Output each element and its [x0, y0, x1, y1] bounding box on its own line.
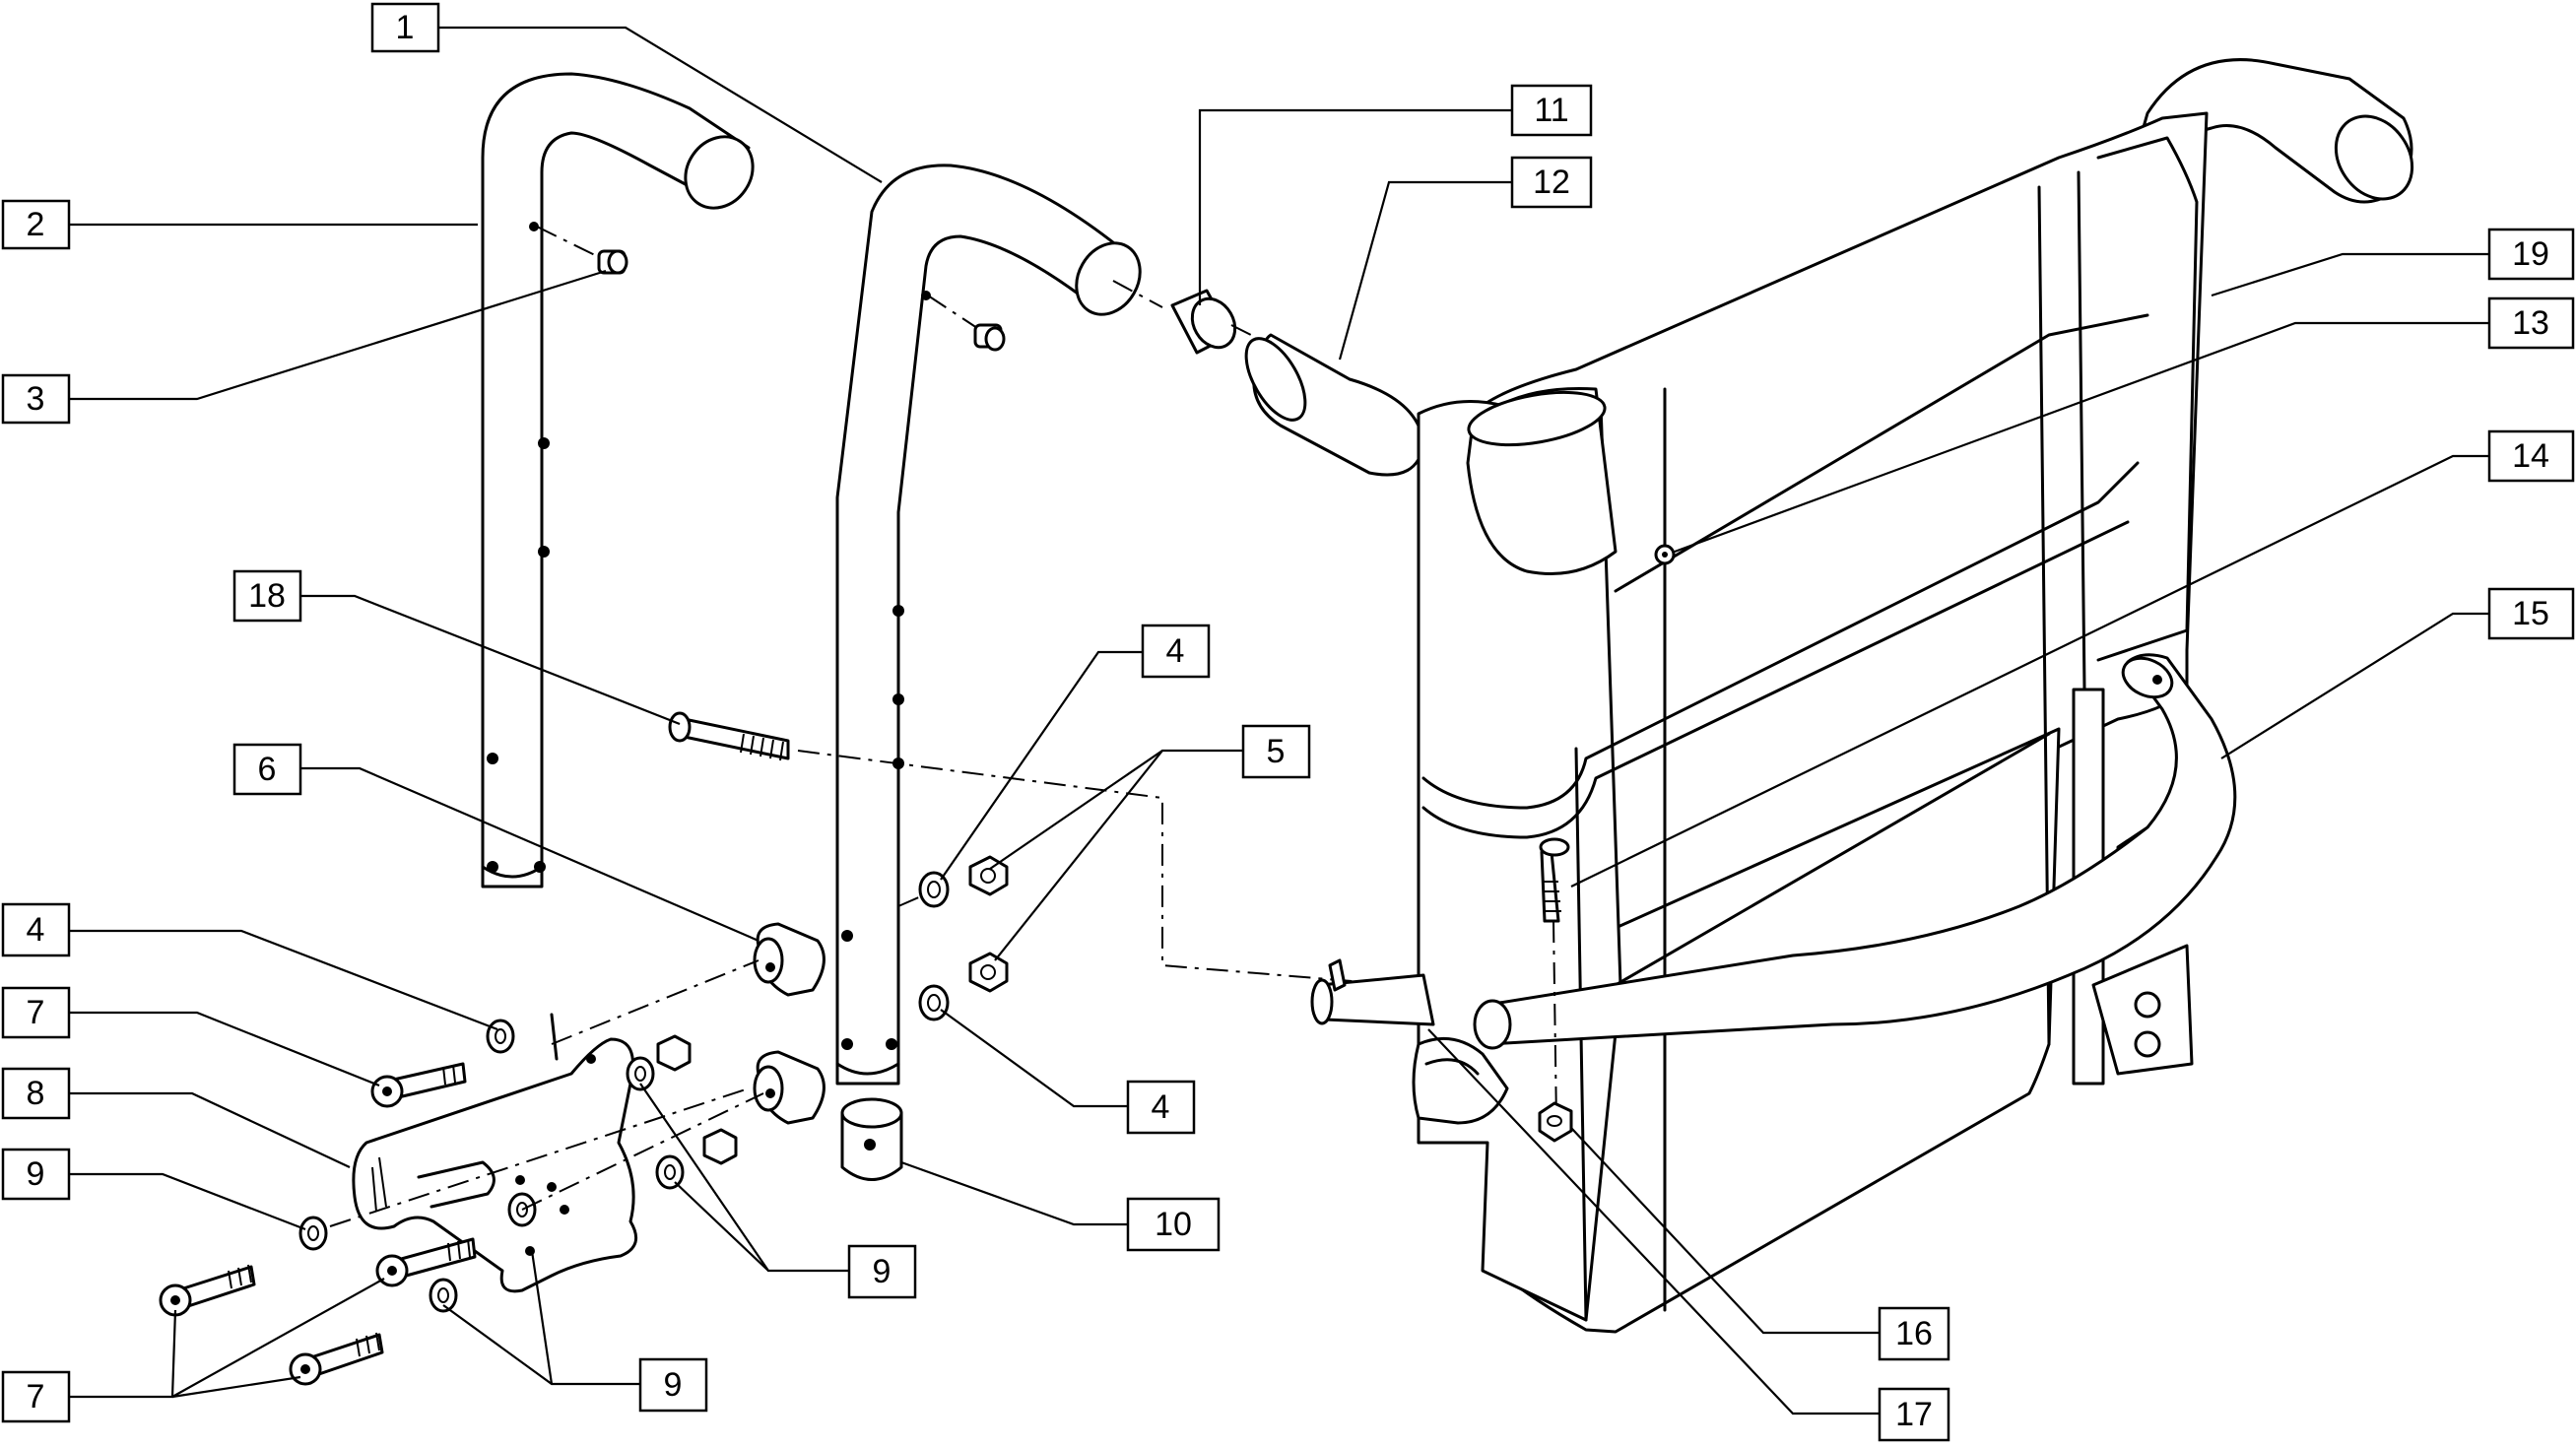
svg-text:5: 5: [1267, 733, 1286, 770]
callout-2: 2: [1, 199, 71, 250]
svg-text:7: 7: [27, 1378, 45, 1415]
svg-text:11: 11: [1534, 92, 1568, 129]
svg-text:3: 3: [27, 380, 45, 418]
svg-text:17: 17: [1895, 1396, 1933, 1433]
svg-text:2: 2: [27, 206, 45, 243]
svg-text:1: 1: [396, 9, 415, 46]
handle-grip: [1230, 324, 1425, 477]
svg-text:6: 6: [258, 751, 277, 788]
bolt-lower: [289, 1332, 384, 1386]
callout-11: 11: [1510, 84, 1593, 137]
mounting-plate: [352, 1013, 638, 1293]
callout-7-upper: 7: [1, 986, 71, 1039]
callout-16: 16: [1878, 1306, 1950, 1361]
svg-text:18: 18: [248, 577, 286, 615]
push-handle-tube: [1473, 653, 2237, 1050]
callout-4-lower: 4: [1126, 1080, 1196, 1135]
back-cane-left: [481, 72, 755, 889]
svg-text:15: 15: [2512, 595, 2549, 632]
callout-18: 18: [232, 569, 302, 623]
back-cane-right: [835, 164, 1142, 1086]
callout-12: 12: [1510, 156, 1593, 209]
svg-text:8: 8: [27, 1075, 45, 1112]
callout-19: 19: [2487, 228, 2575, 281]
callout-13: 13: [2487, 296, 2575, 350]
svg-text:14: 14: [2512, 437, 2549, 475]
back-upholstery-assembly: [1417, 58, 2414, 1334]
callout-7-lower: 7: [1, 1370, 71, 1423]
svg-text:4: 4: [1166, 632, 1185, 670]
callout-17: 17: [1878, 1387, 1950, 1442]
callout-6: 6: [232, 743, 302, 796]
svg-text:13: 13: [2512, 304, 2549, 342]
spacer-upper: [551, 922, 826, 1045]
callout-15: 15: [2487, 587, 2575, 640]
callout-4-left: 4: [1, 902, 71, 957]
washer-nut-lower: [918, 952, 1009, 1021]
bolt-middle: [375, 1237, 477, 1287]
callout-9-bottom: 9: [638, 1357, 708, 1413]
vertical-bolt: [1539, 837, 1570, 1124]
svg-text:4: 4: [27, 911, 45, 949]
svg-text:16: 16: [1895, 1315, 1933, 1352]
svg-text:4: 4: [1152, 1088, 1170, 1126]
callout-9-left: 9: [1, 1148, 71, 1201]
callout-1: 1: [370, 2, 440, 53]
svg-text:12: 12: [1533, 164, 1570, 201]
cane-plug-left: [536, 226, 628, 275]
callout-3: 3: [1, 373, 71, 425]
cane-plug-right: [927, 295, 1006, 352]
hex-nut: [1538, 1101, 1573, 1143]
svg-text:9: 9: [664, 1366, 683, 1404]
spacer-lower: [753, 1050, 826, 1125]
callout-4-upper: 4: [1141, 624, 1211, 679]
end-cap: [1112, 280, 1237, 355]
washers-left: [298, 1034, 764, 1313]
clamp-collar: [840, 1097, 903, 1181]
callout-9-middle: 9: [847, 1244, 917, 1299]
callout-5: 5: [1241, 724, 1311, 779]
svg-text:10: 10: [1155, 1206, 1192, 1243]
callout-10: 10: [1126, 1197, 1221, 1252]
svg-text:19: 19: [2512, 235, 2549, 273]
bolt-lower-left: [159, 1264, 256, 1317]
long-bolt: [668, 711, 1400, 986]
callout-8: 8: [1, 1067, 71, 1120]
callout-14: 14: [2487, 429, 2575, 483]
svg-text:9: 9: [27, 1155, 45, 1193]
svg-text:7: 7: [27, 994, 45, 1031]
svg-text:9: 9: [873, 1253, 892, 1290]
receiver-tube: [1310, 958, 1509, 1125]
leader-lines: [69, 26, 2489, 1415]
washer-nut-upper: [897, 855, 1009, 908]
bolt-upper: [370, 1019, 515, 1108]
